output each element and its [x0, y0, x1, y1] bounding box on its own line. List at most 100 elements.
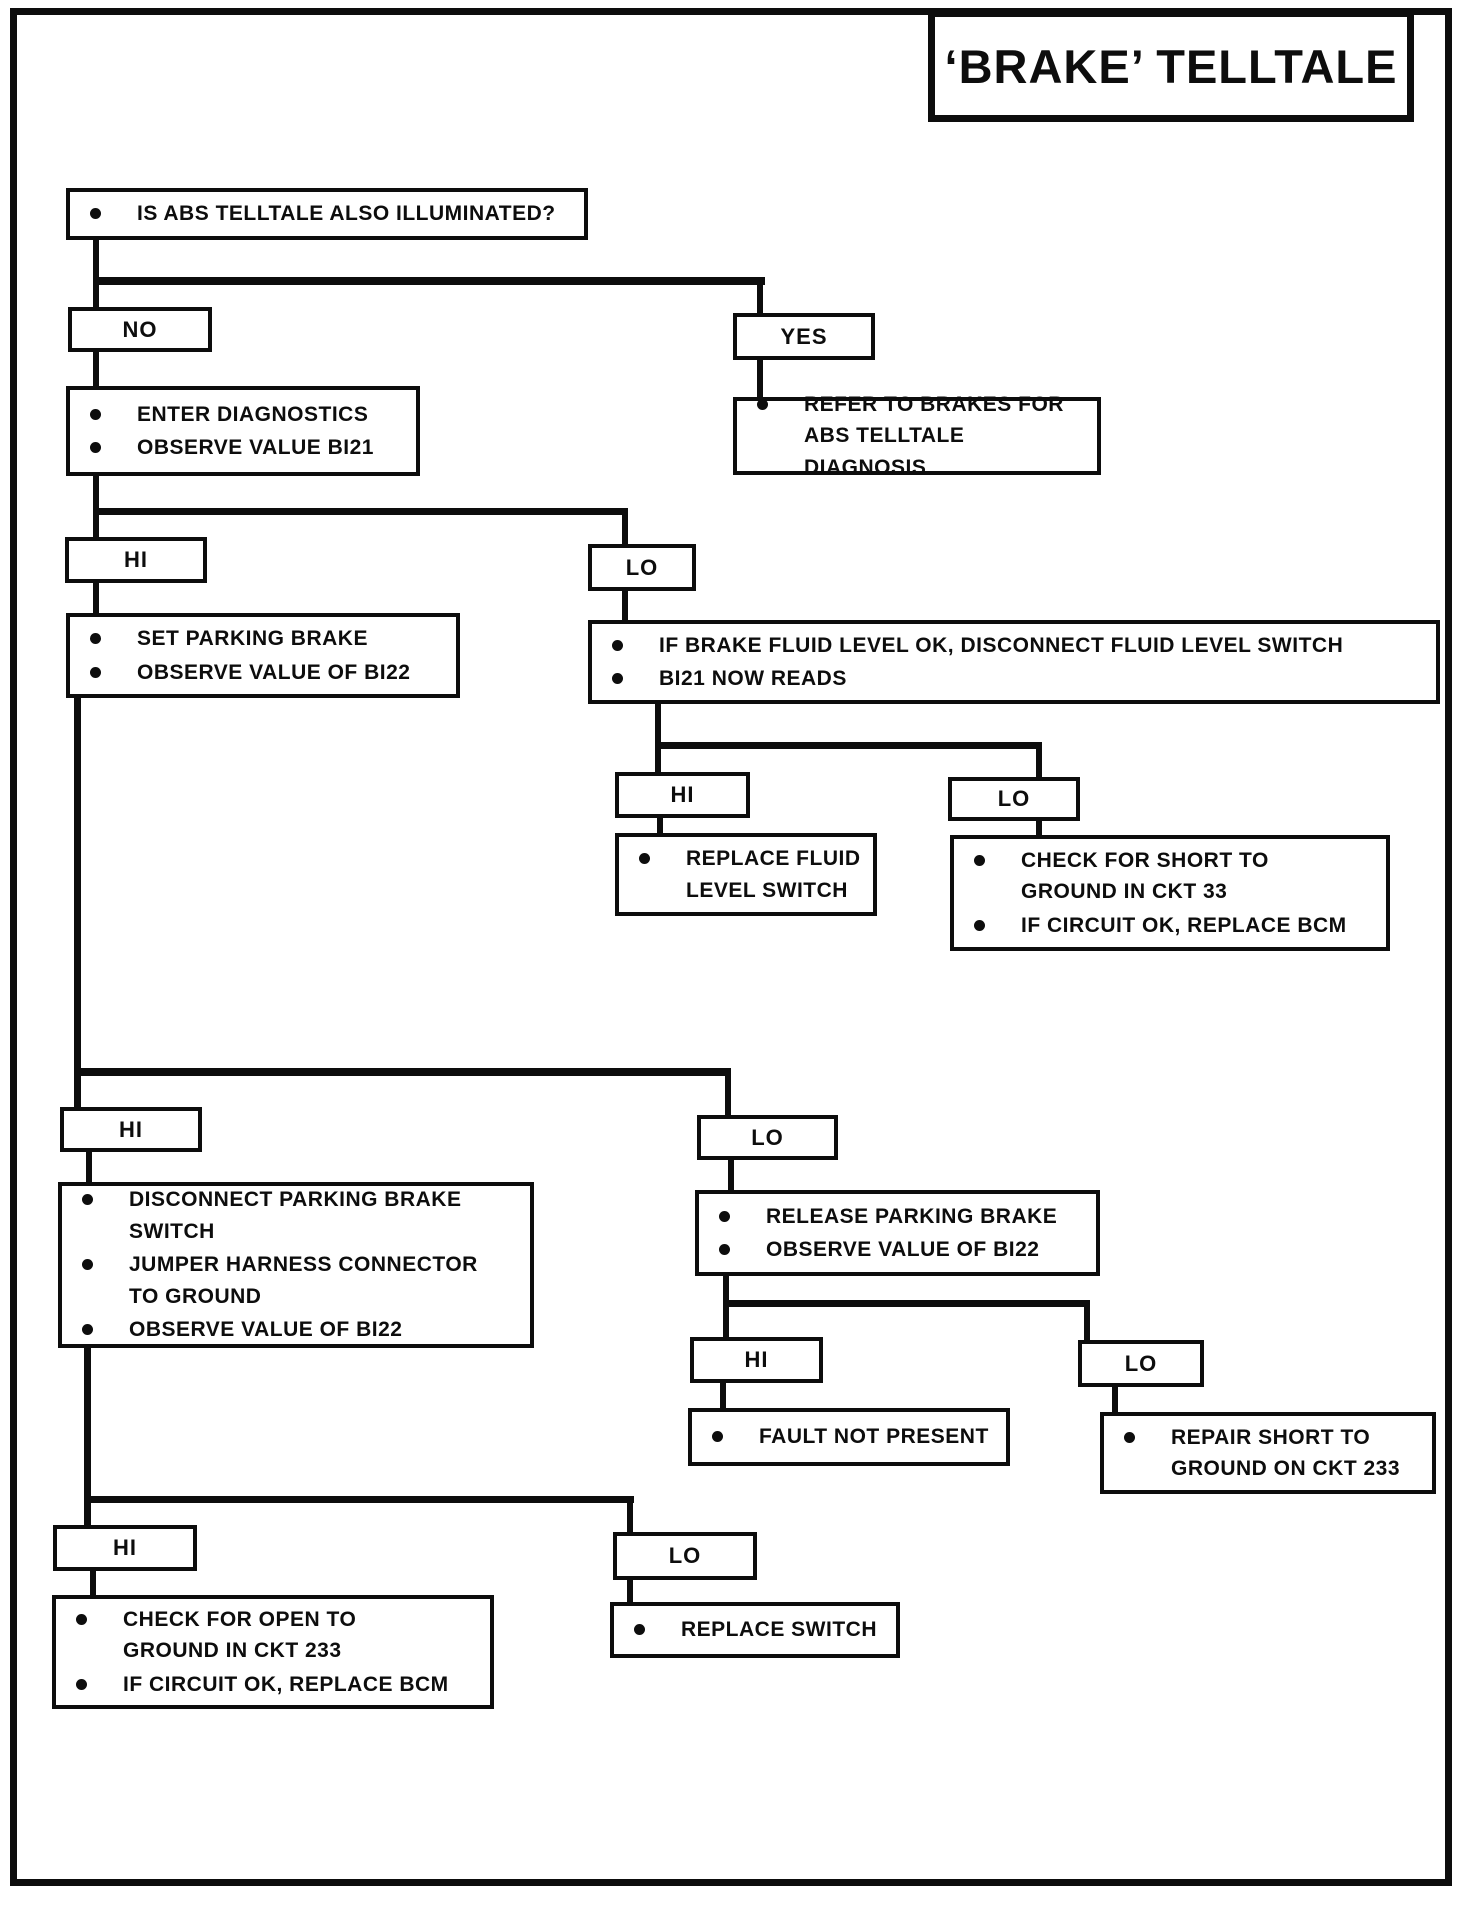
branch-label-text: YES — [780, 323, 828, 349]
connector-line — [655, 742, 1042, 749]
branch-label-hi-4: HI — [690, 1337, 823, 1383]
action-box-refer-brakes: REFER TO BRAKES FOR ABS TELLTALE DIAGNOS… — [733, 393, 1101, 479]
connector-line — [627, 1580, 633, 1604]
node-text: FAULT NOT PRESENT — [759, 1425, 989, 1449]
branch-label-hi-2: HI — [615, 772, 750, 818]
connector-line — [725, 1074, 731, 1117]
connector-line — [1036, 746, 1042, 779]
bullet-icon — [612, 673, 623, 684]
branch-label-text: HI — [670, 782, 695, 807]
connector-line — [720, 1383, 726, 1410]
node-text: BI21 NOW READS — [659, 667, 847, 690]
bullet-icon — [76, 1613, 87, 1625]
node-text: REPAIR SHORT TO GROUND ON CKT 233 — [1171, 1425, 1401, 1481]
branch-label-yes: YES — [733, 313, 875, 360]
bullet-icon — [719, 1210, 730, 1222]
bullet-icon — [712, 1431, 723, 1443]
connector-line — [93, 508, 628, 515]
node-text: SET PARKING BRAKE — [137, 627, 368, 650]
connector-line — [622, 512, 628, 546]
connector-line — [86, 1152, 92, 1184]
connector-line — [93, 476, 99, 539]
bullet-icon — [1124, 1431, 1135, 1443]
connector-line — [74, 1068, 731, 1076]
action-box-release-parking: RELEASE PARKING BRAKE OBSERVE VALUE OF B… — [695, 1190, 1100, 1276]
action-box-fluid-level: IF BRAKE FLUID LEVEL OK, DISCONNECT FLUI… — [588, 620, 1440, 704]
branch-label-text: LO — [997, 786, 1031, 811]
bullet-icon — [757, 398, 768, 410]
action-box-replace-fluid-switch: REPLACE FLUID LEVEL SWITCH — [615, 833, 877, 916]
action-box-set-parking-brake: SET PARKING BRAKE OBSERVE VALUE OF BI22 — [66, 613, 460, 698]
bullet-icon — [612, 639, 623, 651]
node-text: OBSERVE VALUE OF BI22 — [766, 1238, 1040, 1261]
node-text: DISCONNECT PARKING BRAKE SWITCH — [129, 1188, 462, 1243]
connector-line — [657, 818, 663, 835]
bullet-icon — [90, 442, 101, 453]
connector-line — [93, 583, 99, 615]
bullet-icon — [90, 666, 101, 678]
connector-line — [1112, 1387, 1118, 1414]
bullet-icon — [974, 854, 985, 866]
bullet-icon — [82, 1259, 93, 1271]
page-border — [10, 8, 1452, 1886]
action-box-short-ckt33: CHECK FOR SHORT TO GROUND IN CKT 33 IF C… — [950, 835, 1390, 951]
connector-line — [74, 698, 81, 1109]
bullet-icon — [90, 633, 101, 644]
node-text: ENTER DIAGNOSTICS — [137, 402, 369, 426]
connector-line — [90, 1571, 96, 1597]
node-text: OBSERVE VALUE BI21 — [137, 436, 374, 459]
branch-label-lo-5: LO — [613, 1532, 757, 1580]
connector-line — [622, 591, 628, 622]
node-text: CHECK FOR OPEN TO GROUND IN CKT 233 — [123, 1607, 357, 1663]
branch-label-hi-5: HI — [53, 1525, 197, 1571]
connector-line — [93, 277, 765, 285]
action-box-replace-switch: REPLACE SWITCH — [610, 1602, 900, 1658]
connector-line — [93, 240, 99, 310]
branch-label-lo-2: LO — [948, 777, 1080, 821]
bullet-icon — [639, 853, 650, 864]
branch-label-no: NO — [68, 307, 212, 352]
diagram-title: ‘BRAKE’ TELLTALE — [944, 39, 1398, 93]
branch-label-lo-4: LO — [1078, 1340, 1204, 1387]
diagram-title-box: ‘BRAKE’ TELLTALE — [928, 10, 1414, 122]
node-text: IF BRAKE FLUID LEVEL OK, DISCONNECT FLUI… — [659, 633, 1344, 657]
node-text: REPLACE SWITCH — [681, 1618, 877, 1642]
branch-label-text: LO — [751, 1124, 784, 1150]
connector-line — [84, 1496, 634, 1503]
connector-line — [655, 704, 661, 774]
node-text: IF CIRCUIT OK, REPLACE BCM — [1021, 913, 1347, 937]
connector-line — [728, 1160, 734, 1192]
question-box-abs-telltale: IS ABS TELLTALE ALSO ILLUMINATED? — [66, 188, 588, 240]
node-text: OBSERVE VALUE OF BI22 — [137, 660, 411, 684]
connector-line — [84, 1348, 91, 1527]
branch-label-text: HI — [113, 1535, 137, 1560]
branch-label-lo-3: LO — [697, 1115, 838, 1160]
node-text: JUMPER HARNESS CONNECTOR TO GROUND — [129, 1253, 478, 1308]
action-box-enter-diagnostics: ENTER DIAGNOSTICS OBSERVE VALUE BI21 — [66, 386, 420, 476]
bullet-icon — [82, 1324, 93, 1336]
connector-line — [723, 1276, 729, 1339]
bullet-icon — [90, 208, 101, 220]
node-text: RELEASE PARKING BRAKE — [766, 1204, 1058, 1228]
branch-label-lo-1: LO — [588, 544, 696, 591]
branch-label-hi-1: HI — [65, 537, 207, 583]
node-text: REFER TO BRAKES FOR ABS TELLTALE DIAGNOS… — [804, 392, 1064, 479]
branch-label-text: LO — [1124, 1350, 1158, 1376]
branch-label-text: NO — [122, 316, 158, 342]
bullet-icon — [76, 1678, 87, 1690]
bullet-icon — [90, 408, 101, 420]
connector-line — [1084, 1306, 1090, 1342]
branch-label-hi-3: HI — [60, 1107, 202, 1152]
bullet-icon — [82, 1194, 93, 1206]
bullet-icon — [974, 919, 985, 931]
connector-line — [93, 352, 99, 388]
connector-line — [627, 1502, 633, 1534]
branch-label-text: LO — [625, 554, 659, 580]
node-text: IF CIRCUIT OK, REPLACE BCM — [123, 1672, 449, 1696]
action-box-fault-not-present: FAULT NOT PRESENT — [688, 1408, 1010, 1466]
connector-line — [757, 360, 763, 399]
action-box-repair-short-233: REPAIR SHORT TO GROUND ON CKT 233 — [1100, 1412, 1436, 1494]
action-box-open-ckt233: CHECK FOR OPEN TO GROUND IN CKT 233 IF C… — [52, 1595, 494, 1709]
bullet-icon — [719, 1244, 730, 1255]
